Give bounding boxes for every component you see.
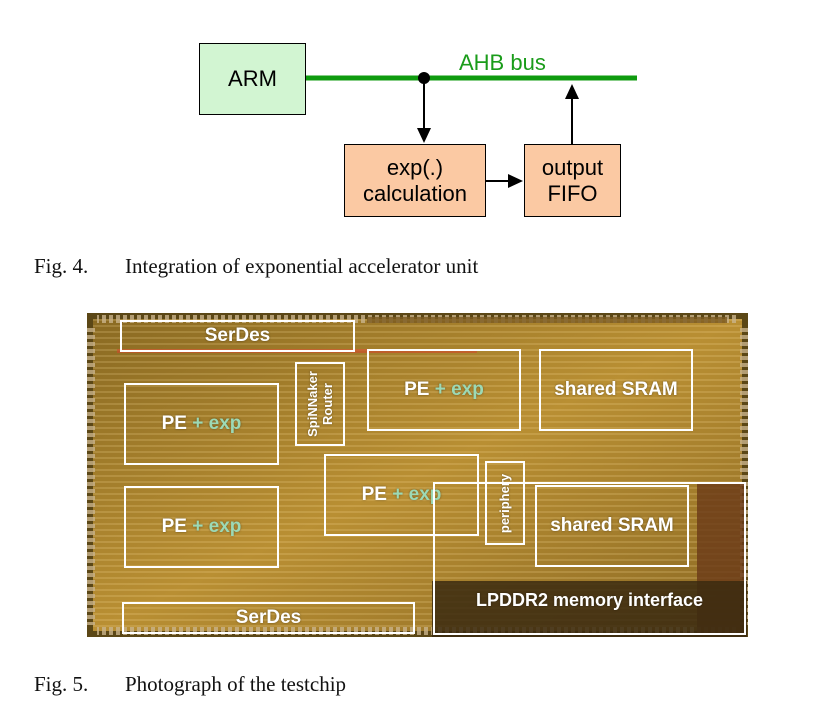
fifo-label-line2: FIFO [547, 180, 598, 206]
pe-exp-region-4: PE + exp [124, 486, 279, 568]
fifo-label-line1: output [541, 154, 604, 180]
exp-calculation-block: exp(.) calculation [344, 144, 486, 217]
pe-exp-region-1: PE + exp [124, 383, 279, 465]
figure-5-caption: Fig. 5. Photograph of the testchip [34, 672, 346, 697]
pe-exp-region-3: PE + exp [324, 454, 479, 536]
arrow-up-icon [565, 84, 579, 99]
router-label-line1: SpiNNaker [305, 371, 320, 437]
exp-suffix-2: + exp [434, 379, 484, 400]
figure-5-caption-text: Photograph of the testchip [125, 672, 347, 696]
lpddr2-label: LPDDR2 memory interface [475, 590, 704, 610]
pe-label-4: PE [161, 516, 187, 537]
figure-4-caption-text: Integration of exponential accelerator u… [125, 254, 479, 278]
router-label-line2: Router [320, 383, 335, 425]
diagram-connectors [306, 72, 637, 188]
pe-label-3: PE [361, 484, 387, 505]
serdes-bottom-region: SerDes [122, 602, 415, 634]
pe-exp-region-2: PE + exp [367, 349, 521, 431]
figure-4-caption: Fig. 4. Integration of exponential accele… [34, 254, 478, 279]
exp-label-line2: calculation [363, 180, 467, 206]
figure-4-diagram: ARM AHB bus exp(.) calculation output FI… [0, 0, 815, 230]
shared-sram-bottom-region: shared SRAM [535, 485, 689, 567]
arrow-down-icon [417, 128, 431, 143]
chip-die-image [87, 313, 748, 637]
arrow-right-icon [508, 174, 523, 188]
pe-label-2: PE [404, 379, 430, 400]
sram-top-label: shared SRAM [554, 379, 678, 400]
arm-label: ARM [228, 66, 277, 91]
figure-5-number: Fig. 5. [34, 672, 89, 696]
figure-4-number: Fig. 4. [34, 254, 89, 278]
exp-suffix-3: + exp [392, 484, 442, 505]
serdes-bottom-label: SerDes [235, 607, 302, 628]
arm-block: ARM [199, 43, 306, 115]
exp-label-line1: exp(.) [386, 154, 444, 180]
exp-suffix-1: + exp [192, 413, 242, 434]
sram-bottom-label: shared SRAM [550, 515, 674, 536]
serdes-top-region: SerDes [120, 320, 355, 352]
ahb-bus-label: AHB bus [459, 50, 546, 75]
output-fifo-block: output FIFO [524, 144, 621, 217]
serdes-top-label: SerDes [204, 325, 271, 346]
shared-sram-top-region: shared SRAM [539, 349, 693, 431]
lpddr2-memory-interface-region: LPDDR2 memory interface [433, 482, 746, 635]
exp-suffix-4: + exp [192, 516, 242, 537]
pe-label-1: PE [161, 413, 187, 434]
periphery-region: periphery [485, 461, 525, 545]
